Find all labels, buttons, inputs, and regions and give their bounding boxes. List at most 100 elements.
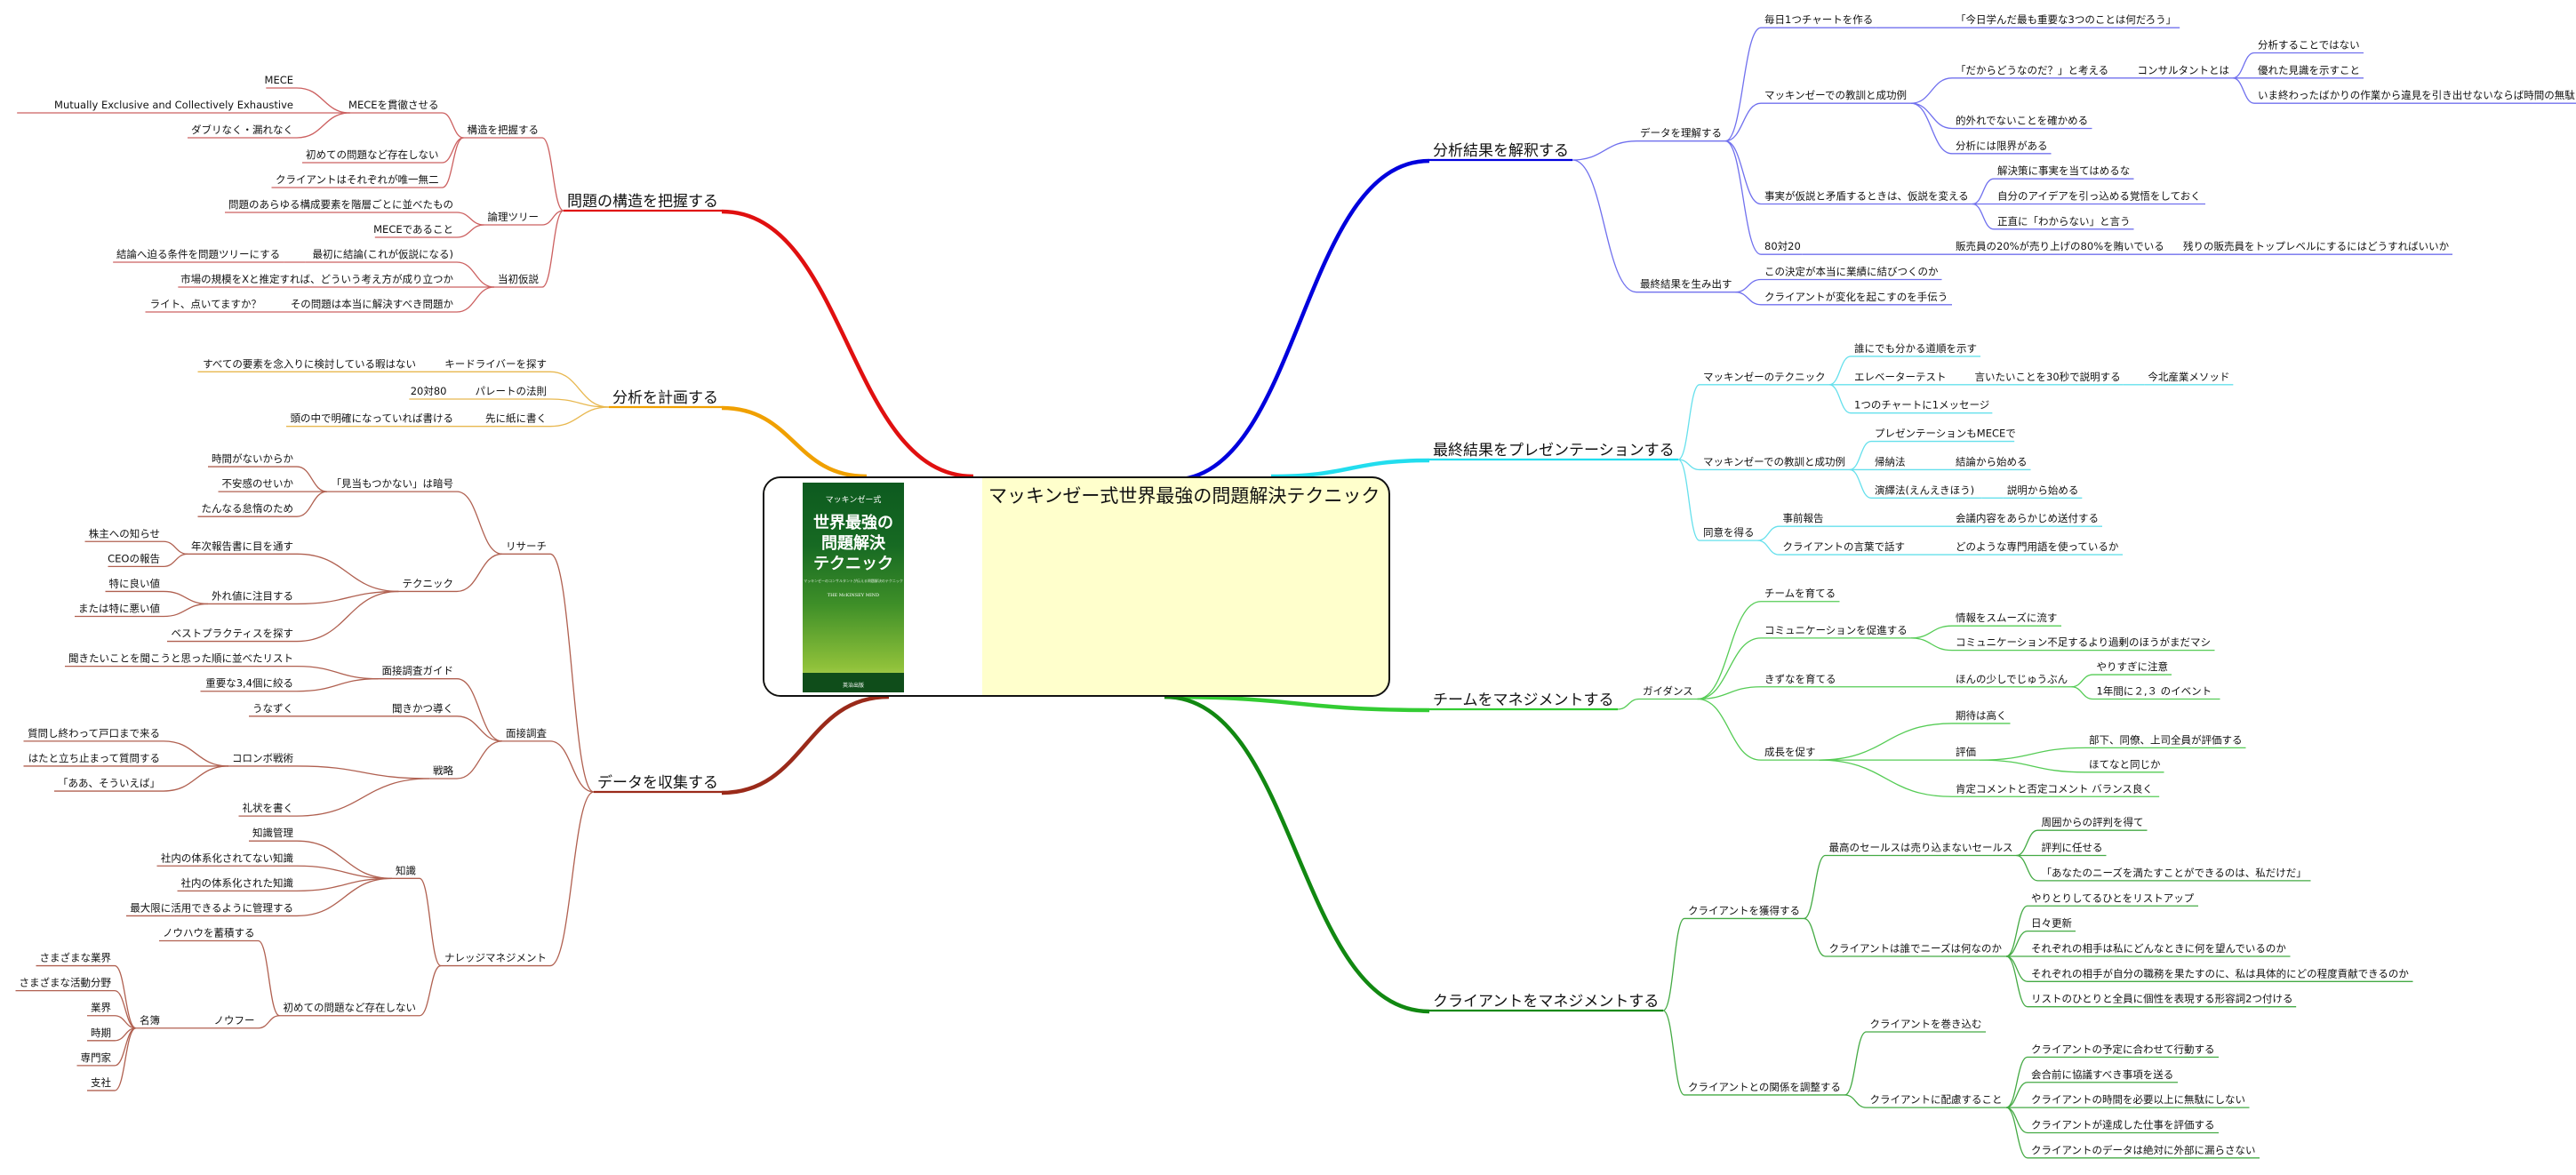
node-label[interactable]: いま終わったばかりの作業から違見を引き出せないならば時間の無駄 xyxy=(2258,89,2575,101)
node-label[interactable]: 時期 xyxy=(91,1027,111,1039)
node-label[interactable]: クライアントのデータは絶対に外部に漏らさない xyxy=(2031,1144,2256,1156)
node-label[interactable]: 分析結果を解釈する xyxy=(1433,142,1569,160)
node-label[interactable]: プレゼンテーションもMECEで xyxy=(1875,428,2016,440)
node-label[interactable]: 最終結果を生み出す xyxy=(1640,278,1732,291)
node-label[interactable]: 分析には限界がある xyxy=(1956,140,2048,152)
node-label[interactable]: 面接調査 xyxy=(506,727,547,739)
node-label[interactable]: やりすぎに注意 xyxy=(2097,660,2169,673)
node-label[interactable]: 最高のセールスは売り込まないセールス xyxy=(1829,842,2013,854)
node-label[interactable]: 社内の体系化された知識 xyxy=(181,876,294,889)
node-label[interactable]: さまざまな活動分野 xyxy=(20,977,112,989)
node-label[interactable]: 年次報告書に目を通す xyxy=(191,540,293,552)
node-label[interactable]: 最初に結論(これが仮説になる) xyxy=(313,248,453,260)
node-label[interactable]: 演繹法(えんえきほう) xyxy=(1875,484,1974,496)
node-label[interactable]: コロンボ戦術 xyxy=(232,752,293,764)
node-label[interactable]: 構造を把握する xyxy=(468,124,540,136)
node-label[interactable]: 周囲からの評判を得て xyxy=(2042,816,2144,828)
node-label[interactable]: CEOの報告 xyxy=(108,552,160,564)
node-label[interactable]: 今北産業メソッド xyxy=(2148,371,2229,383)
node-label[interactable]: MECEであること xyxy=(373,223,453,236)
node-label[interactable]: すべての要素を念入りに検討している暇はない xyxy=(203,357,416,370)
node-label[interactable]: ほんの少しでじゅうぶん xyxy=(1956,673,2068,685)
node-label[interactable]: クライアントを巻き込む xyxy=(1870,1018,1982,1030)
node-label[interactable]: 分析することではない xyxy=(2258,39,2360,52)
node-label[interactable]: うなずく xyxy=(252,702,293,715)
node-label[interactable]: 誰にでも分かる道順を示す xyxy=(1854,342,1977,355)
node-label[interactable]: 問題の構造を把握する xyxy=(567,193,718,211)
node-label[interactable]: 情報をスムーズに流す xyxy=(1956,611,2057,624)
node-label[interactable]: 部下、同僚、上司全員が評価する xyxy=(2089,733,2243,746)
node-label[interactable]: 知識 xyxy=(396,864,416,876)
node-label[interactable]: 質問し終わって戸口まで来る xyxy=(28,727,160,739)
node-label[interactable]: キードライバーを探す xyxy=(444,357,547,370)
node-label[interactable]: クライアントはそれぞれが唯一無二 xyxy=(276,173,439,186)
node-label[interactable]: 毎日1つチャートを作る xyxy=(1764,13,1873,26)
node-label[interactable]: Mutually Exclusive and Collectively Exha… xyxy=(54,99,293,111)
node-label[interactable]: マッキンゼーのテクニック xyxy=(1703,371,1826,383)
node-label[interactable]: 頭の中で明確になっていれば書ける xyxy=(291,412,453,425)
central-topic[interactable]: マッキンゼー式 世界最強の 問題解決 テクニック マッキンゼーのコンサルタントが… xyxy=(763,476,1390,697)
node-label[interactable]: それぞれの相手が自分の職務を果たすのに、私は具体的にどの程度貢献できるのか xyxy=(2031,967,2409,979)
node-label[interactable]: 80対20 xyxy=(1764,240,1801,252)
node-label[interactable]: どのような専門用語を使っているか xyxy=(1956,540,2119,553)
node-label[interactable]: MECE xyxy=(265,74,293,86)
node-label[interactable]: 社内の体系化されてない知識 xyxy=(161,851,293,864)
node-label[interactable]: 最終結果をプレゼンテーションする xyxy=(1433,442,1675,460)
node-label[interactable]: データを収集する xyxy=(597,773,718,792)
node-label[interactable]: チームをマネジメントする xyxy=(1433,691,1614,709)
node-label[interactable]: 優れた見識を示すこと xyxy=(2258,64,2360,76)
node-label[interactable]: 最大限に活用できるように管理する xyxy=(130,901,293,914)
node-label[interactable]: クライアントが達成した仕事を評価する xyxy=(2031,1118,2215,1131)
node-label[interactable]: リストのひとりと全員に個性を表現する形容詞2つ付ける xyxy=(2031,993,2292,1005)
node-label[interactable]: 期待は高く xyxy=(1956,709,2007,722)
node-label[interactable]: 20対80 xyxy=(411,385,447,397)
node-label[interactable]: さまざまな業界 xyxy=(40,952,112,964)
node-label[interactable]: 肯定コメントと否定コメント バランス良く xyxy=(1956,782,2153,795)
node-label[interactable]: クライアントをマネジメントする xyxy=(1433,993,1659,1011)
node-label[interactable]: クライアントが変化を起こすのを手伝う xyxy=(1764,291,1948,303)
node-label[interactable]: 特に良い値 xyxy=(109,577,161,589)
node-label[interactable]: 聞きたいことを聞こうと思った順に並べたリスト xyxy=(68,652,293,665)
node-label[interactable]: 問題のあらゆる構成要素を階層ごとに並べたもの xyxy=(228,198,453,211)
node-label[interactable]: クライアントを獲得する xyxy=(1688,904,1800,916)
node-label[interactable]: 論理ツリー xyxy=(488,211,540,223)
node-label[interactable]: 同意を得る xyxy=(1703,526,1755,539)
node-label[interactable]: 事実が仮説と矛盾するときは、仮説を変える xyxy=(1764,190,1969,203)
node-label[interactable]: この決定が本当に業績に結びつくのか xyxy=(1764,266,1939,278)
node-label[interactable]: 販売員の20%が売り上げの80%を賄いでいる xyxy=(1956,240,2164,252)
node-label[interactable]: エレベーターテスト xyxy=(1854,371,1947,383)
node-label[interactable]: 時間がないからか xyxy=(212,452,293,465)
node-label[interactable]: 「だからどうなのだ？」と考える xyxy=(1956,64,2108,76)
node-label[interactable]: クライアントの時間を必要以上に無駄にしない xyxy=(2031,1093,2245,1106)
node-label[interactable]: ノウハウを蓄積する xyxy=(163,927,255,939)
node-label[interactable]: ほてなと同じか xyxy=(2089,758,2161,771)
node-label[interactable]: 会議内容をあらかじめ送付する xyxy=(1956,512,2099,524)
node-label[interactable]: テクニック xyxy=(403,577,454,589)
node-label[interactable]: クライアントは誰でニーズは何なのか xyxy=(1829,942,2003,955)
node-label[interactable]: クライアントの言葉で話す xyxy=(1783,540,1906,553)
node-label[interactable]: クライアントとの関係を調整する xyxy=(1688,1081,1841,1093)
node-label[interactable]: コンサルタントとは xyxy=(2138,64,2230,76)
node-label[interactable]: 説明から始める xyxy=(2007,484,2079,496)
node-label[interactable]: データを理解する xyxy=(1640,127,1722,140)
node-label[interactable]: 「今日学んだ最も重要な3つのことは何だろう」 xyxy=(1956,13,2176,26)
node-label[interactable]: 「あなたのニーズを満たすことができるのは、私だけだ」 xyxy=(2042,867,2307,879)
node-label[interactable]: 専門家 xyxy=(81,1051,112,1064)
node-label[interactable]: 言いたいことを30秒で説明する xyxy=(1975,371,2121,383)
node-label[interactable]: 1つのチャートに1メッセージ xyxy=(1854,399,1989,412)
node-label[interactable]: 正直に「わからない」と言う xyxy=(1997,215,2131,228)
node-label[interactable]: 支社 xyxy=(91,1076,111,1089)
node-label[interactable]: ライト、点いてますか？ xyxy=(150,298,261,310)
node-label[interactable]: コミュニケーション不足するより過剰のほうがまだマシ xyxy=(1956,636,2211,649)
node-label[interactable]: 自分のアイデアを引っ込める覚悟をしておく xyxy=(1997,190,2201,203)
node-label[interactable]: 初めての問題など存在しない xyxy=(284,1002,417,1014)
node-label[interactable]: パレートの法則 xyxy=(476,385,548,397)
node-label[interactable]: クライアントに配慮すること xyxy=(1870,1093,2003,1106)
node-label[interactable]: きずなを育てる xyxy=(1764,673,1836,685)
node-label[interactable]: 重要な3,4個に絞る xyxy=(205,677,293,690)
node-label[interactable]: リサーチ xyxy=(506,540,547,552)
node-label[interactable]: 残りの販売員をトップレベルにするにはどうすればいいか xyxy=(2183,240,2450,252)
node-label[interactable]: 当初仮説 xyxy=(498,273,539,285)
node-label[interactable]: 「見当もつかない」は暗号 xyxy=(331,477,453,490)
node-label[interactable]: チームを育てる xyxy=(1764,588,1836,600)
